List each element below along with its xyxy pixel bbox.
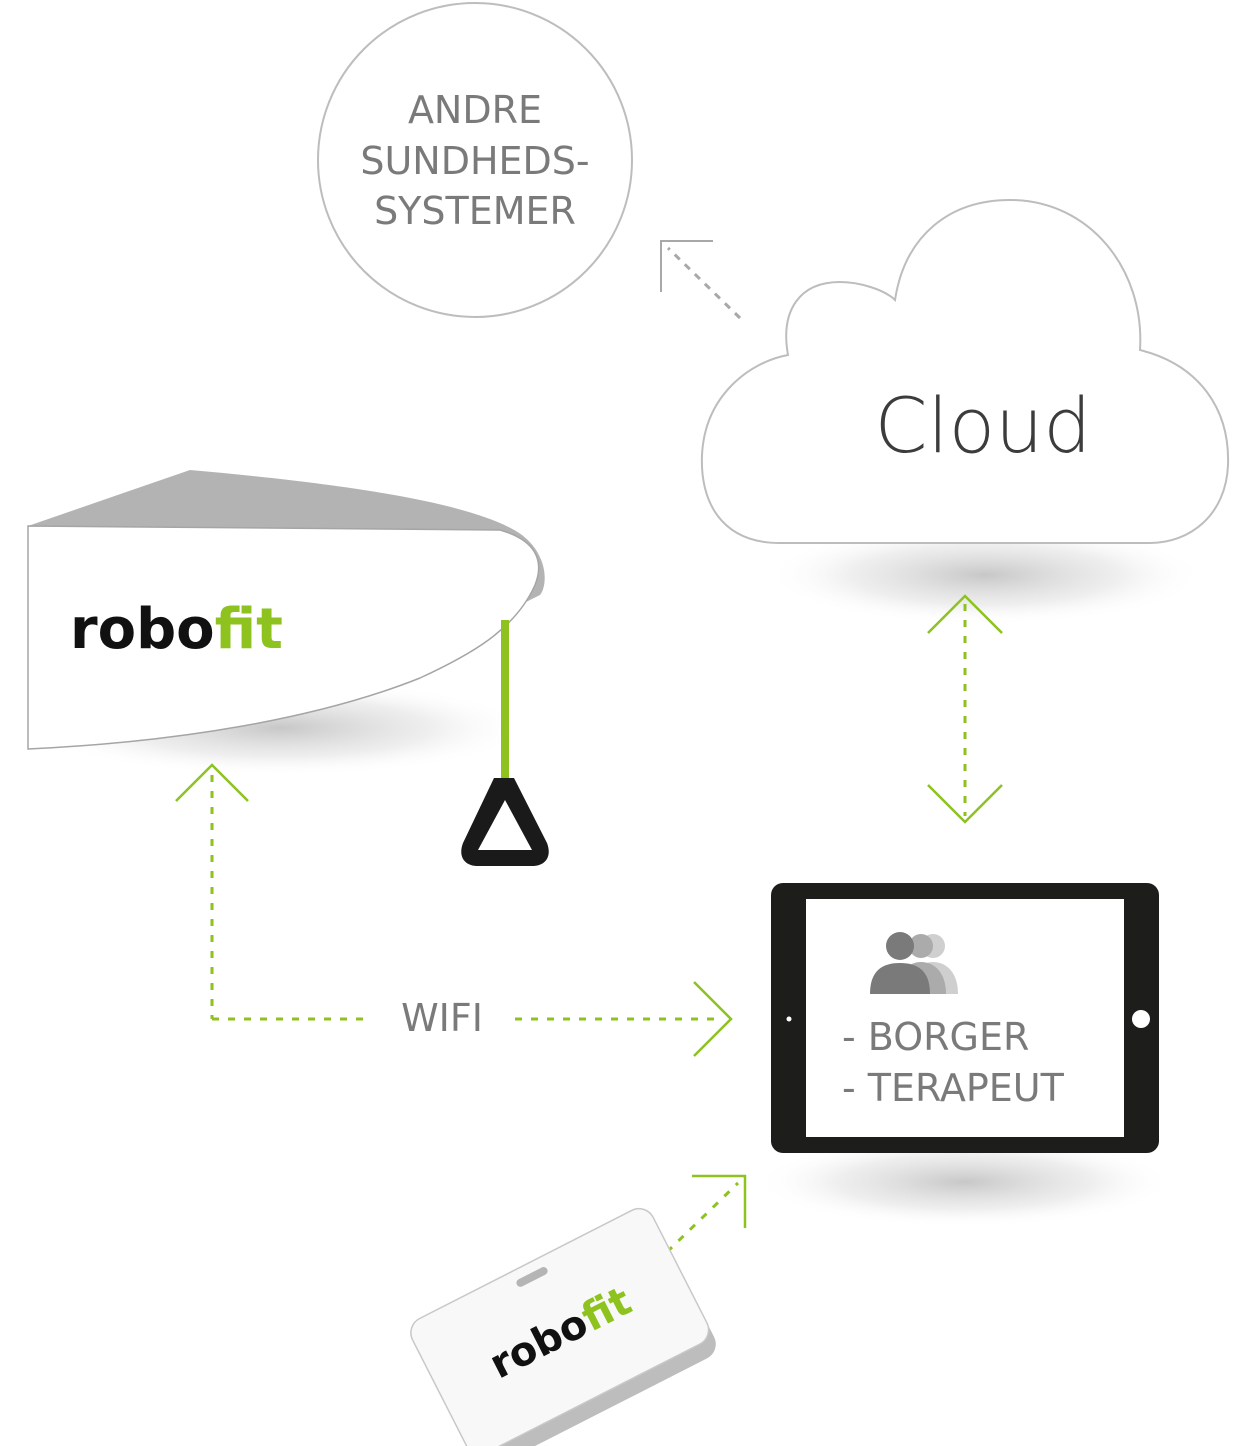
- tablet-home-button[interactable]: [1132, 1010, 1150, 1028]
- other-systems-label-line-3: SYSTEMER: [374, 189, 576, 233]
- tablet-device: - BORGER - TERAPEUT: [771, 883, 1159, 1153]
- tablet-camera-dot: [786, 1016, 792, 1022]
- wifi-connection: WIFI: [175, 763, 733, 1057]
- cloud-node: Cloud: [700, 198, 1230, 544]
- cloud-tablet-arrow: [927, 594, 1003, 824]
- robot-logo: robofit: [70, 597, 283, 662]
- cloud-to-systems-arrowhead: [660, 240, 713, 292]
- cloud-to-systems-arrow-line: [666, 246, 742, 320]
- cloud-label: Cloud: [874, 381, 1091, 470]
- other-systems-label-line-2: SUNDHEDS-: [360, 139, 589, 183]
- users-icon: [870, 932, 958, 994]
- cloud-shape: [700, 198, 1230, 544]
- tag-to-tablet-arrow-line: [665, 1181, 740, 1254]
- other-systems-circle: [317, 2, 633, 318]
- wifi-arrowhead-up: [175, 763, 249, 802]
- other-systems-node: ANDRE SUNDHEDS- SYSTEMER: [317, 2, 633, 318]
- cloud-to-systems-arrow: [660, 240, 742, 320]
- wifi-label: WIFI: [401, 996, 483, 1040]
- robofit-tag: robofit: [410, 1207, 716, 1446]
- cloud-tablet-arrowhead-up: [927, 594, 1003, 634]
- tablet-screen: [806, 899, 1124, 1137]
- tablet-role-terapeut: - TERAPEUT: [842, 1066, 1065, 1110]
- tag-to-tablet-arrowhead: [692, 1174, 747, 1228]
- cloud-tablet-arrowhead-down: [927, 784, 1003, 824]
- robot-logo-prefix: robo: [70, 597, 215, 662]
- robofit-robot: robofit: [27, 470, 549, 866]
- users-icon-front-body: [870, 963, 930, 994]
- users-icon-mid-head: [909, 934, 933, 958]
- tag-to-tablet-arrow: [665, 1174, 747, 1254]
- robot-handle-icon: [461, 778, 549, 866]
- cloud-shadow: [765, 525, 1205, 625]
- tablet-shadow: [755, 1137, 1175, 1227]
- other-systems-label-line-1: ANDRE: [408, 88, 542, 132]
- robot-front-panel: [27, 525, 540, 750]
- wifi-arrowhead-right: [693, 981, 733, 1057]
- tablet-role-borger: - BORGER: [842, 1015, 1029, 1059]
- robot-logo-suffix: fit: [215, 597, 283, 662]
- tag-face: [410, 1207, 710, 1446]
- users-icon-front-head: [886, 932, 914, 960]
- tag-keyhole: [516, 1267, 548, 1287]
